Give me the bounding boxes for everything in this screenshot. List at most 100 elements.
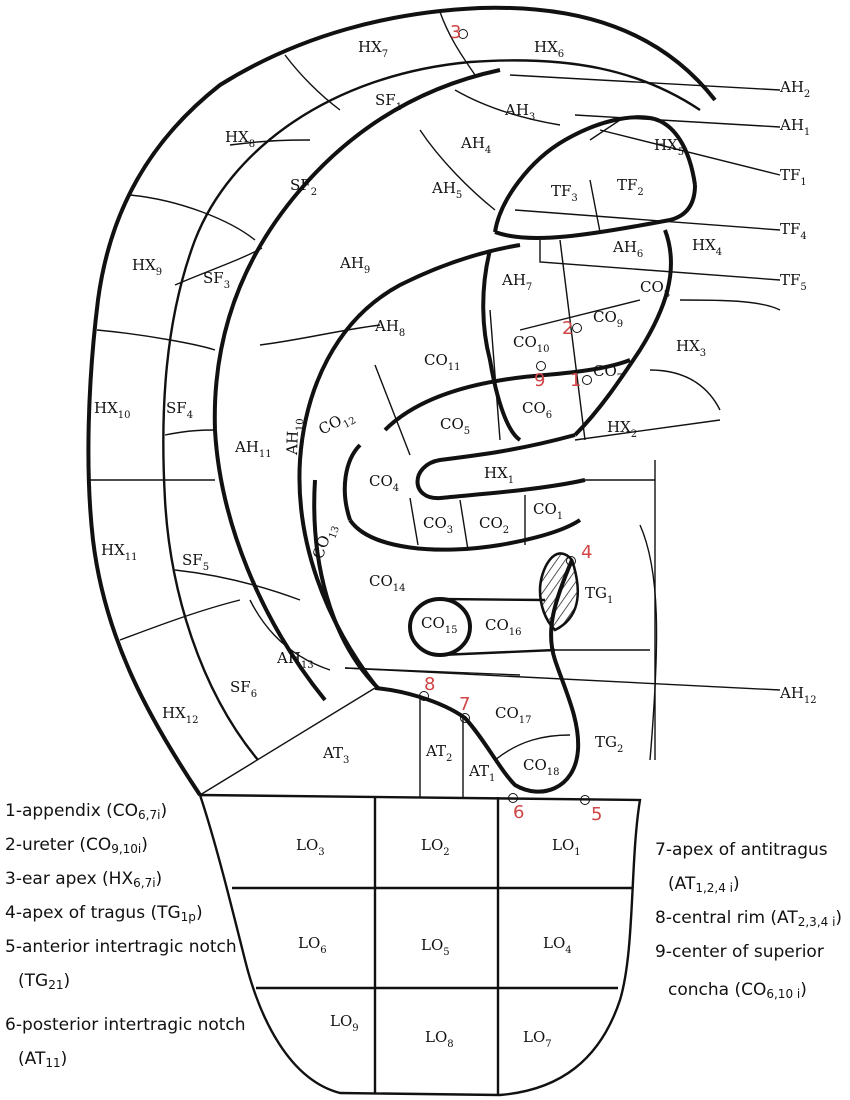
region-label: TF5	[780, 271, 807, 293]
legend-item: 4-apex of tragus (TG1p)	[5, 903, 203, 924]
concha-rim	[573, 229, 673, 437]
legend-item: (TG21)	[18, 971, 71, 992]
inferior-crus-border	[494, 184, 697, 240]
legend-item: 8-central rim (AT2,3,4 i)	[655, 908, 843, 929]
region-label: HX4	[692, 236, 722, 258]
region-label: TF3	[551, 182, 578, 204]
region-label: TF2	[617, 176, 644, 198]
region-label: HX3	[676, 337, 706, 359]
tragus-apex-hatched	[538, 552, 580, 632]
helix-crus	[415, 433, 586, 501]
region-label: LO9	[330, 1012, 359, 1034]
region-label: AH6	[612, 238, 643, 260]
cymba-concha-border	[481, 249, 522, 442]
region-label: CO7	[593, 362, 623, 384]
leader-hx4	[679, 299, 781, 311]
concha-mid-line	[383, 358, 631, 432]
tf-div	[589, 179, 601, 233]
marker-dot	[566, 556, 576, 566]
region-label: SF5	[182, 551, 209, 573]
marker-dot	[460, 713, 470, 723]
legend-item: 5-anterior intertragic notch	[5, 937, 237, 957]
region-label: HX1	[484, 464, 514, 486]
legend-item: concha (CO6,10 i)	[668, 980, 807, 1001]
antihelix-inner-border	[297, 243, 521, 687]
co16-line-bottom	[439, 648, 556, 657]
co-div-3-2	[459, 499, 469, 551]
sf-div-4	[164, 429, 216, 436]
legend-item: 2-ureter (CO9,10i)	[5, 835, 148, 856]
region-label: HX10	[94, 399, 131, 421]
region-label: HX9	[132, 256, 162, 278]
region-label: CO9	[593, 308, 623, 330]
marker-dot	[508, 793, 518, 803]
region-label: CO1	[533, 500, 563, 522]
hx-div-9-8	[129, 194, 256, 241]
marker-number: 4	[581, 542, 592, 563]
marker-dot	[458, 29, 468, 39]
region-label: LO1	[552, 836, 581, 858]
marker-dot	[582, 375, 592, 385]
region-label: CO14	[369, 572, 406, 594]
legend-item: 7-apex of antitragus	[655, 840, 828, 860]
leader-hx3	[649, 369, 721, 411]
region-label: SF1	[375, 91, 402, 113]
region-label: AT3	[322, 744, 349, 766]
leader-ah1	[574, 114, 781, 128]
marker-number: 9	[534, 370, 545, 391]
co16-line-top	[439, 597, 546, 602]
region-label: CO2	[479, 514, 509, 536]
co-div-4-3	[409, 497, 419, 546]
region-label: CO12	[315, 405, 358, 442]
sf-div-5-6	[174, 569, 301, 601]
co-div-11-10	[489, 309, 501, 441]
legend-item: (AT11)	[18, 1049, 68, 1070]
marker-number: 8	[424, 674, 435, 695]
ah-div-9-8	[259, 324, 381, 346]
region-label: LO7	[523, 1028, 552, 1050]
concha-lower-rim	[348, 518, 582, 552]
region-label: HX12	[162, 704, 199, 726]
lobe-outline	[198, 793, 642, 1097]
region-label: AH2	[779, 78, 810, 100]
region-label: CO4	[369, 472, 399, 494]
marker-dot	[536, 361, 546, 371]
marker-dot	[572, 323, 582, 333]
leader-tf1	[599, 129, 781, 176]
hx-div-12-11	[119, 599, 241, 641]
region-label: TG2	[595, 733, 623, 755]
legend-item: 6-posterior intertragic notch	[5, 1015, 246, 1035]
region-label: AH4	[460, 134, 491, 156]
region-label: AH9	[339, 254, 370, 276]
region-label: AH5	[431, 179, 462, 201]
triangular-fossa-border	[493, 115, 697, 233]
hx-div-10-9	[96, 329, 216, 351]
ah-div-ah3	[454, 89, 561, 126]
antihelix-outer-border	[212, 68, 501, 702]
leader-ah12	[344, 667, 781, 691]
region-label: LO4	[543, 934, 572, 956]
region-label: HX11	[101, 541, 138, 563]
leader-ah2	[509, 74, 781, 91]
region-label: AH1	[779, 116, 810, 138]
concha-inner-contour	[342, 443, 362, 521]
marker-number: 2	[562, 318, 573, 339]
leader-tf5	[539, 240, 781, 281]
leader-tf4	[514, 209, 781, 231]
legend-item: (AT1,2,4 i)	[668, 874, 740, 895]
region-label: AT2	[425, 742, 452, 764]
marker-dot	[580, 795, 590, 805]
marker-dot	[419, 691, 429, 701]
sf-div-2-3	[174, 247, 263, 286]
region-label: TG1	[585, 584, 613, 606]
region-label: AT1	[468, 762, 495, 784]
region-label: LO5	[421, 936, 450, 958]
hx-div-7-6	[439, 11, 476, 76]
marker-number: 6	[513, 802, 524, 823]
tragus-outer-line	[639, 524, 658, 761]
region-label: CO10	[513, 333, 550, 355]
hx-div-8-7	[284, 54, 341, 111]
region-label: CO6	[522, 399, 552, 421]
